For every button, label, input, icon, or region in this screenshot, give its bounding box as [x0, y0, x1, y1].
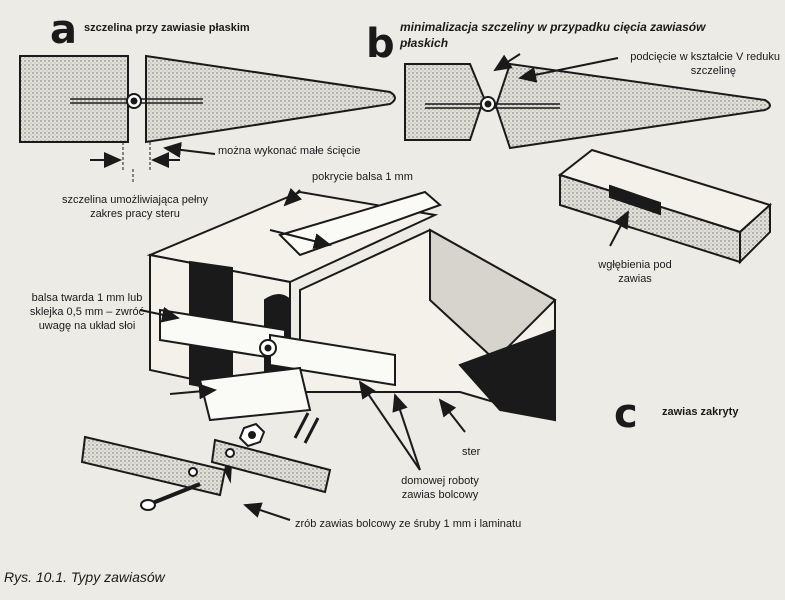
recess-label-line-2: zawias [618, 273, 652, 285]
v-cut-note-line-1: podcięcie w kształcie V reduku [630, 51, 780, 63]
panel-b-title-line-2: płaskich [400, 36, 449, 50]
hard-balsa-line-2: sklejka 0,5 mm – zwróć [29, 306, 145, 318]
pin-hinge-instruction: zrób zawias bolcowy ze śruby 1 mm i lami… [295, 518, 522, 530]
hard-balsa-line-1: balsa twarda 1 mm lub [31, 292, 143, 304]
rudder-section-b [494, 62, 771, 150]
pin-hinge-parts [80, 412, 332, 521]
homemade-hinge-line-1: domowej roboty [401, 475, 479, 487]
balsa-covering-label: pokrycie balsa 1 mm [312, 171, 413, 183]
rudder-section-a [145, 54, 396, 144]
screw-icon [140, 482, 201, 511]
recess-label-line-1: wgłębienia pod [598, 259, 672, 271]
panel-a-drawing [19, 54, 396, 182]
bevel-note: można wykonać małe ścięcie [218, 145, 361, 157]
panel-a-letter: a [50, 7, 77, 53]
gap-note-line-1: szczelina umożliwiająca pełny [61, 194, 209, 206]
fin-section-b [404, 63, 486, 141]
rudder-label: ster [462, 446, 481, 458]
figure-caption: Rys. 10.1. Typy zawiasów [4, 569, 165, 585]
recess-block-drawing [557, 148, 772, 265]
panel-c-title: zawias zakryty [662, 406, 739, 418]
v-cut-note-line-2: szczelinę [690, 65, 736, 77]
panel-b-title-line-1: minimalizacja szczeliny w przypadku cięc… [400, 20, 706, 34]
homemade-hinge-line-2: zawias bolcowy [401, 489, 479, 501]
hard-balsa-line-3: uwagę na układ słoi [38, 320, 136, 332]
nut-icon [238, 422, 266, 448]
panel-a-title: szczelina przy zawiasie płaskim [84, 22, 250, 34]
panel-c-letter: c [614, 391, 638, 437]
panel-b-letter: b [366, 21, 395, 67]
gap-note-line-2: zakres pracy steru [90, 208, 180, 220]
hidden-hinge-assembly [139, 188, 557, 471]
panel-b-drawing [404, 53, 771, 150]
